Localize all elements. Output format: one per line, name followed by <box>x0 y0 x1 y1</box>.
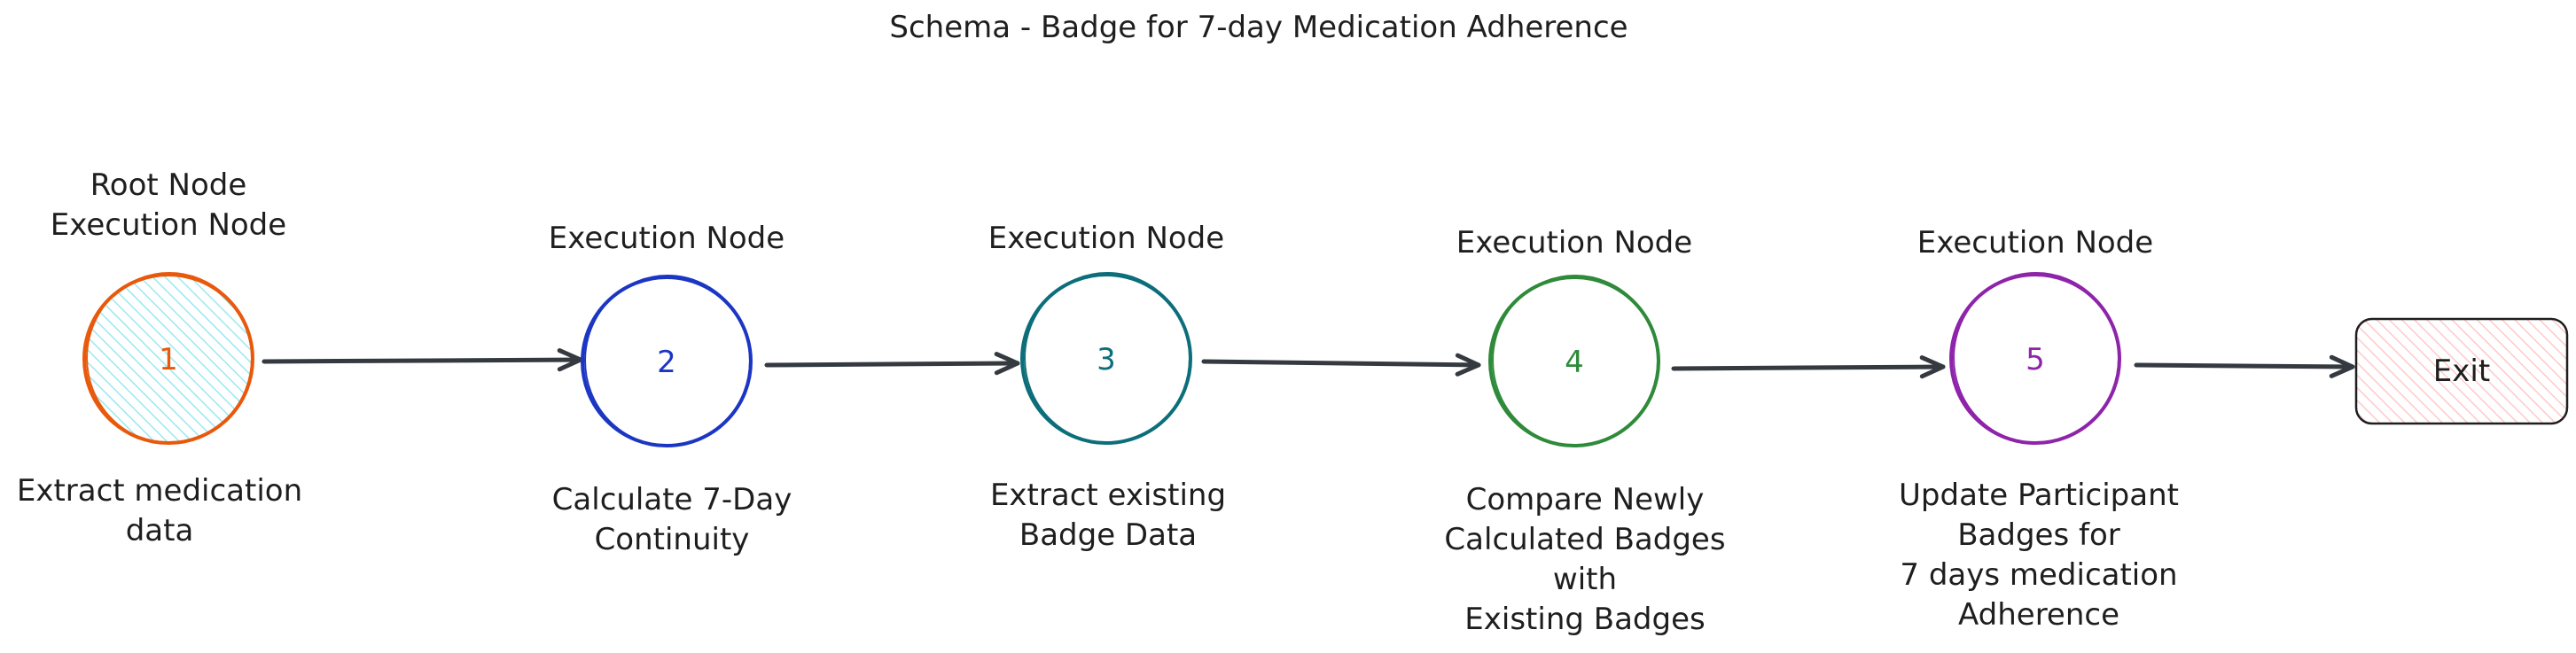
node-4-description: Compare Newly <box>1466 482 1705 517</box>
node-5-circle-outline <box>1953 272 2119 444</box>
node-4-circle-outline <box>1492 275 1659 447</box>
node-5-number: 5 <box>2026 342 2045 377</box>
node-5-description: Update Participant <box>1899 478 2179 513</box>
node-4-description: Existing Badges <box>1464 602 1705 637</box>
arrow-4 <box>1671 364 1946 371</box>
node-3-description: Badge Data <box>1019 517 1197 553</box>
exit-box[interactable] <box>2354 317 2569 425</box>
node-5-description: Adherence <box>1958 597 2119 633</box>
arrow-1 <box>262 357 583 364</box>
diagram-title: Schema - Badge for 7-day Medication Adhe… <box>889 10 1628 45</box>
arrows-group <box>262 348 2355 379</box>
node-3-number: 3 <box>1097 342 1116 377</box>
node-4-header: Execution Node <box>1456 225 1692 260</box>
node-5-header: Execution Node <box>1917 225 2153 260</box>
node-1-description: Extract medication <box>17 473 302 509</box>
node-3-header: Execution Node <box>988 221 1224 256</box>
arrow-3 <box>1201 359 1481 368</box>
node-4-description: with <box>1553 562 1617 597</box>
node-2-number: 2 <box>657 345 676 380</box>
arrowhead-4 <box>1919 355 1946 379</box>
node-3-circle-outline <box>1024 272 1190 444</box>
arrow-2 <box>764 361 1020 368</box>
arrowhead-3 <box>1455 353 1481 377</box>
arrowhead-1 <box>557 348 583 372</box>
node-1-number: 1 <box>159 342 178 377</box>
node-5-description: Badges for <box>1957 517 2120 553</box>
node-2-circle-outline <box>584 275 751 447</box>
node-1-header: Execution Node <box>51 207 286 243</box>
node-2-header: Execution Node <box>549 221 785 256</box>
node-1-description: data <box>126 513 194 548</box>
node-1-circle-outline <box>86 272 253 444</box>
node-3-description: Extract existing <box>990 478 1226 513</box>
exit-label: Exit <box>2433 354 2490 389</box>
arrowhead-2 <box>994 352 1020 376</box>
node-4-number: 4 <box>1565 345 1584 380</box>
arrowhead-5 <box>2329 354 2355 378</box>
node-2-description: Calculate 7-Day <box>552 482 792 517</box>
node-2-description: Continuity <box>595 522 750 557</box>
arrow-5 <box>2134 362 2355 369</box>
exit-node[interactable]: Exit <box>2354 317 2569 425</box>
node-4-description: Calculated Badges <box>1444 522 1725 557</box>
node-1-header: Root Node <box>90 167 247 203</box>
node-5-description: 7 days medication <box>1900 557 2177 593</box>
